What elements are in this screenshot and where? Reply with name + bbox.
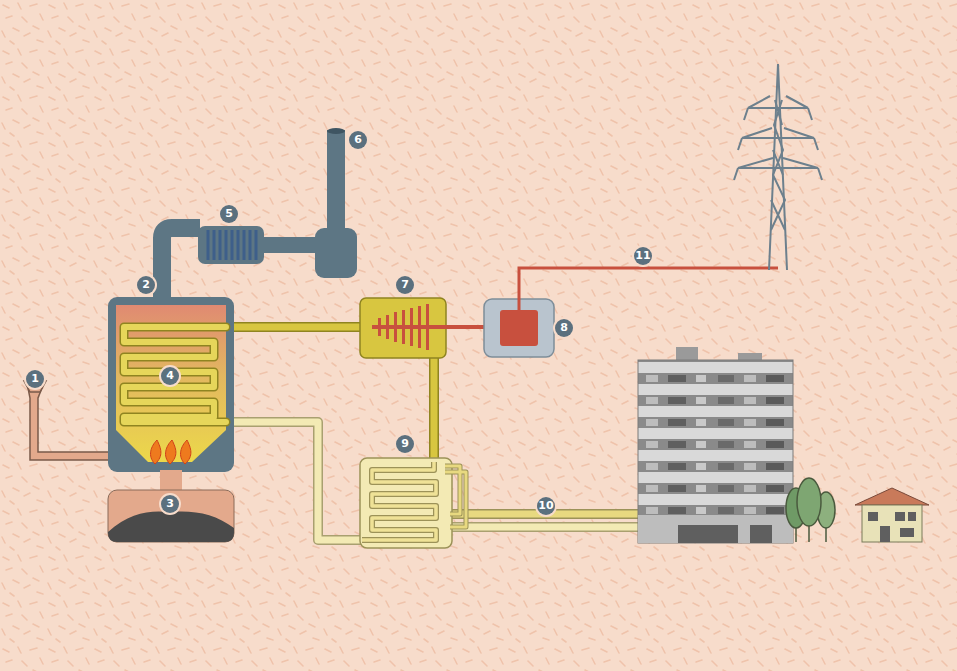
callout-number: 1 [26, 370, 44, 388]
callout-number: 2 [137, 276, 155, 294]
callout-number: 9 [396, 435, 414, 453]
callout-number: 8 [555, 319, 573, 337]
callout-number: 4 [161, 367, 179, 385]
callout-number: 5 [220, 205, 238, 223]
callout-number: 7 [396, 276, 414, 294]
callout-number: 10 [537, 497, 555, 515]
callout-number: 3 [161, 495, 179, 513]
callout-number: 11 [634, 247, 652, 265]
callout-number: 6 [349, 131, 367, 149]
